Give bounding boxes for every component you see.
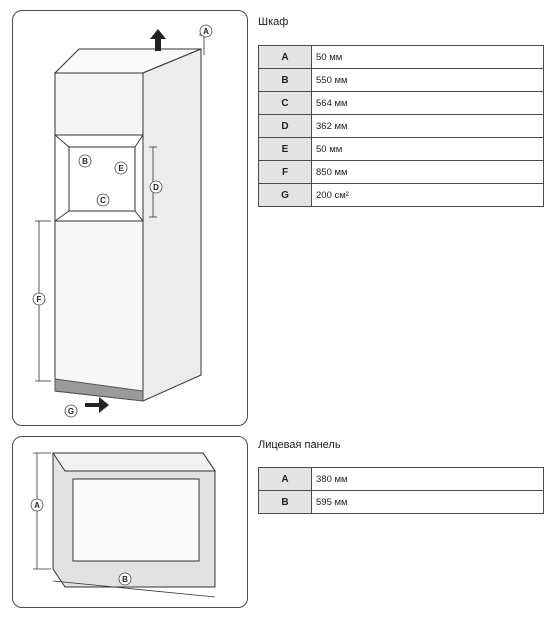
dimension-key: D	[258, 114, 312, 138]
dimension-key: C	[258, 91, 312, 115]
dimension-value: 362 мм	[311, 114, 544, 138]
label-g: G	[68, 407, 74, 416]
dimension-key: B	[258, 68, 312, 92]
front-panel-diagram: A B	[30, 452, 216, 598]
label-d: D	[153, 183, 159, 192]
label-c: C	[100, 196, 106, 205]
dimension-value: 850 мм	[311, 160, 544, 184]
dimension-key: E	[258, 137, 312, 161]
cabinet-plinth	[54, 378, 144, 402]
label-b: B	[82, 157, 88, 166]
dimension-key: A	[258, 45, 312, 69]
dimension-key: B	[258, 490, 312, 514]
cabinet-lower-front	[54, 220, 144, 402]
dimension-key: A	[258, 467, 312, 491]
cabinet-diagram: A B E C D F G	[32, 24, 213, 418]
dimension-value: 550 мм	[311, 68, 544, 92]
cabinet-upper-side	[142, 48, 202, 402]
cabinet-title: Шкаф	[258, 16, 289, 28]
cabinet-diagram-panel: A B E C D F G	[12, 10, 248, 426]
cabinet-niche	[54, 134, 144, 222]
dimension-value: 595 мм	[311, 490, 544, 514]
cabinet-upper-front	[54, 72, 144, 136]
airflow-out-arrow	[150, 29, 166, 51]
dimension-key: G	[258, 183, 312, 207]
dimension-value: 564 мм	[311, 91, 544, 115]
front-panel-title: Лицевая панель	[258, 439, 341, 451]
dimension-value: 200 см²	[311, 183, 544, 207]
dimension-key: F	[258, 160, 312, 184]
dimension-value: 380 мм	[311, 467, 544, 491]
label-a: A	[203, 27, 209, 36]
panel-label-a: A	[34, 501, 40, 510]
front-panel-diagram-panel: A B	[12, 436, 248, 608]
dimension-value: 50 мм	[311, 45, 544, 69]
front-panel-opening	[72, 478, 200, 562]
panel-label-b: B	[122, 575, 128, 584]
dimension-value: 50 мм	[311, 137, 544, 161]
label-e: E	[118, 164, 124, 173]
label-f: F	[37, 295, 42, 304]
airflow-in-arrow	[85, 397, 109, 413]
